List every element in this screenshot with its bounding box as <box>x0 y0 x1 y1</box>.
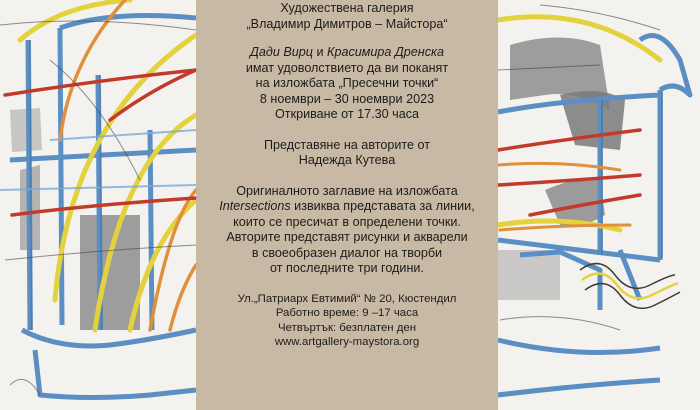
description-line-4: Авторите представят рисунки и акварели <box>226 230 468 244</box>
author-name-1: Дади Вирц <box>250 45 313 59</box>
website-link[interactable]: www.artgallery-maystora.org <box>274 336 420 348</box>
left-drawing <box>0 0 199 400</box>
description-line-3: които се пресичат в определени точки. <box>233 214 461 229</box>
right-drawing <box>495 4 693 398</box>
exhibition-title: на изложбата „Пресечни точки“ <box>255 76 439 90</box>
invite-text: имат удоволствието да ви поканят <box>245 60 449 75</box>
free-day: Четвъртък: безплатен ден <box>277 321 417 334</box>
description-line-2: Intersections извиква представата за лин… <box>196 199 498 215</box>
invitation-panel: Художествена галерия „Владимир Димитров … <box>196 0 498 410</box>
gallery-label: Художествена галерия <box>280 1 414 15</box>
opening-time: Откриване от 17.30 часа <box>275 107 419 121</box>
presentation-line-1: Представяне на авторите от <box>263 137 431 152</box>
description-line-2-rest: извиква представата за линии, <box>290 199 475 213</box>
working-hours: Работно време: 9 –17 часа <box>275 307 419 319</box>
description-line-6: от последните три години. <box>270 261 424 275</box>
description-line-1: Оригиналното заглавие на изложбата <box>236 183 458 198</box>
authors-line: Дади Вирц и Красимира Дренска <box>196 45 498 61</box>
authors-conjunction: и <box>312 45 328 59</box>
gallery-name: „Владимир Димитров – Майстора“ <box>246 16 448 31</box>
exhibition-dates: 8 ноември – 30 ноември 2023 <box>259 91 435 106</box>
original-title: Intersections <box>219 199 291 213</box>
presentation-line-2: Надежда Кутева <box>298 153 396 167</box>
author-name-2: Красимира Дренска <box>327 45 444 59</box>
description-line-5: в своеобразен диалог на творби <box>251 245 443 260</box>
address: Ул.„Патриарх Евтимий“ № 20, Кюстендил <box>237 292 457 305</box>
